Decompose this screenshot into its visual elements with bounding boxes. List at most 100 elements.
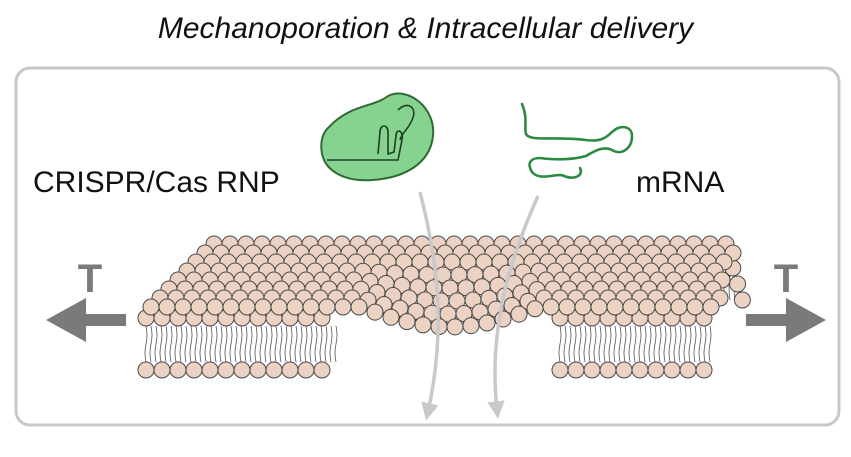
lipid-tail bbox=[204, 325, 208, 363]
lipid-tail bbox=[289, 325, 293, 363]
lipid-tail bbox=[578, 325, 582, 363]
lipid-tail bbox=[673, 325, 677, 363]
lipid-head bbox=[478, 314, 496, 332]
lipid-tail bbox=[698, 325, 702, 363]
lipid-tail bbox=[189, 325, 193, 363]
lipid-tail bbox=[663, 325, 667, 363]
lipid-tail bbox=[259, 325, 263, 363]
lipid-head bbox=[542, 298, 560, 316]
lipid-head bbox=[526, 300, 544, 318]
lipid-tail bbox=[304, 325, 308, 363]
lipid-tail bbox=[563, 325, 567, 363]
cas-protein-icon bbox=[320, 92, 435, 182]
lipid-head bbox=[206, 298, 224, 316]
lipid-head bbox=[238, 298, 256, 316]
lipid-tail bbox=[588, 325, 592, 363]
tension-label-right: T bbox=[774, 257, 798, 301]
lipid-head bbox=[142, 298, 160, 316]
lipid-tail bbox=[618, 325, 622, 363]
lipid-tail bbox=[214, 325, 218, 363]
lipid-tail bbox=[279, 325, 283, 363]
lipid-head bbox=[606, 298, 624, 316]
lipid-head bbox=[567, 361, 585, 379]
lipid-head bbox=[334, 298, 352, 316]
lipid-head bbox=[615, 361, 633, 379]
lipid-tail bbox=[194, 325, 198, 363]
lipid-tail bbox=[309, 325, 313, 363]
lipid-head bbox=[590, 298, 608, 316]
lipid-tail bbox=[154, 325, 158, 363]
lipid-tail bbox=[239, 325, 243, 363]
lipid-head bbox=[350, 298, 368, 316]
lipid-tail bbox=[209, 325, 213, 363]
lipid-tail bbox=[653, 325, 657, 363]
lipid-tail bbox=[678, 325, 682, 363]
lipid-head bbox=[574, 298, 592, 316]
lipid-tail bbox=[573, 325, 577, 363]
lipid-tail bbox=[284, 325, 288, 363]
lipid-tail bbox=[693, 325, 697, 363]
lipid-tail bbox=[269, 325, 273, 363]
lipid-tail bbox=[249, 325, 253, 363]
lipid-tail bbox=[174, 325, 178, 363]
tension-arrow-right-icon bbox=[746, 298, 826, 342]
lipid-head bbox=[622, 298, 640, 316]
lipid-head bbox=[670, 298, 688, 316]
lipid-head bbox=[270, 298, 288, 316]
lipid-head bbox=[201, 361, 219, 379]
lipid-head bbox=[558, 298, 576, 316]
lipid-tail bbox=[608, 325, 612, 363]
lipid-tail bbox=[583, 325, 587, 363]
lipid-head bbox=[414, 316, 432, 334]
lipid-tail bbox=[264, 325, 268, 363]
lipid-head bbox=[265, 361, 283, 379]
lipid-tail bbox=[329, 325, 333, 363]
lipid-tail bbox=[229, 325, 233, 363]
lipid-tail bbox=[603, 325, 607, 363]
lipid-head bbox=[281, 361, 299, 379]
lipid-tail bbox=[164, 325, 168, 363]
lipid-head bbox=[174, 298, 192, 316]
lipid-bilayer-membrane bbox=[137, 235, 751, 379]
lipid-tail bbox=[558, 325, 562, 363]
lipid-head bbox=[583, 361, 601, 379]
lipid-tail bbox=[299, 325, 303, 363]
lipid-tail bbox=[593, 325, 597, 363]
lipid-tail bbox=[708, 325, 712, 363]
lipid-tail bbox=[613, 325, 617, 363]
lipid-head bbox=[631, 361, 649, 379]
lipid-head bbox=[222, 298, 240, 316]
lipid-head bbox=[318, 298, 336, 316]
lipid-head bbox=[663, 361, 681, 379]
lipid-tail bbox=[623, 325, 627, 363]
lipid-head bbox=[729, 275, 747, 293]
lipid-head bbox=[382, 308, 400, 326]
lipid-head bbox=[462, 317, 480, 335]
lipid-tail bbox=[638, 325, 642, 363]
lipid-head bbox=[733, 291, 751, 309]
lipid-tail bbox=[179, 325, 183, 363]
lipid-tail bbox=[324, 325, 328, 363]
lipid-tail bbox=[668, 325, 672, 363]
label-mrna: mRNA bbox=[636, 166, 725, 199]
rnp-delivery-path bbox=[418, 191, 440, 421]
lipid-tail bbox=[244, 325, 248, 363]
lipid-head bbox=[398, 313, 416, 331]
mrna-delivery-path bbox=[487, 195, 540, 419]
lipid-head bbox=[297, 361, 315, 379]
lipid-tail bbox=[683, 325, 687, 363]
lipid-head bbox=[313, 361, 331, 379]
lipid-tail bbox=[648, 325, 652, 363]
lipid-head bbox=[302, 298, 320, 316]
lipid-head bbox=[137, 361, 155, 379]
lipid-head bbox=[217, 361, 235, 379]
lipid-tail bbox=[314, 325, 318, 363]
lipid-head bbox=[679, 361, 697, 379]
lipid-head bbox=[686, 298, 704, 316]
lipid-head bbox=[510, 305, 528, 323]
lipid-tail bbox=[159, 325, 163, 363]
mrna-strand-icon bbox=[520, 102, 634, 179]
lipid-tail bbox=[224, 325, 228, 363]
lipid-tail bbox=[219, 325, 223, 363]
